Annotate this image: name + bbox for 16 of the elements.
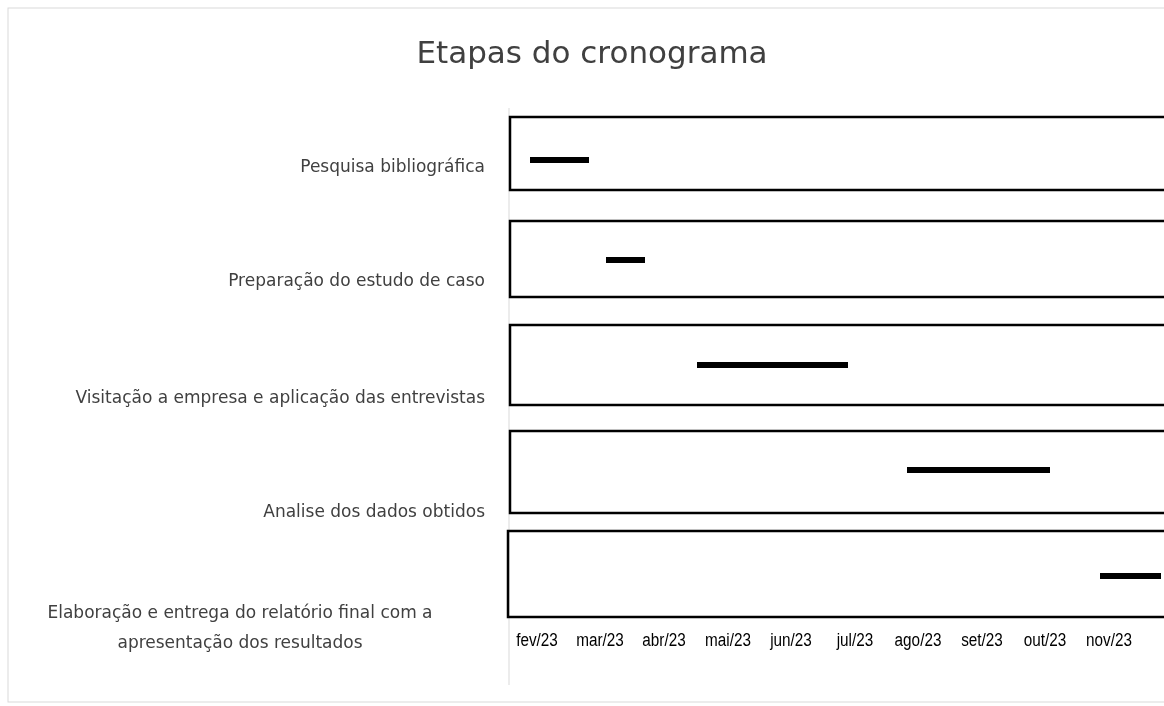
task-name: Visitação a empresa e aplicação das entrevistas (74, 386, 485, 409)
axis-tick-label: mai/23 (704, 630, 752, 651)
axis-tick-label: out/23 (1022, 630, 1068, 651)
axis-tick-label: fev/23 (515, 630, 559, 651)
axis-tick-label: nov/23 (1085, 630, 1133, 651)
task-name: Preparação do estudo de caso (227, 269, 485, 292)
task-name: Elaboração e entrega do relatório final com a apresentação dos resultados (46, 601, 434, 654)
chart-title: Etapas do cronograma (415, 34, 769, 70)
axis-tick-label: jun/23 (769, 630, 813, 651)
axis-tick-label: abr/23 (641, 630, 687, 651)
axis-tick-label: ago/23 (893, 630, 943, 651)
axis-tick-label: mar/23 (575, 630, 625, 651)
axis-tick-label: jul/23 (835, 630, 875, 651)
axis-tick-label: set/23 (960, 630, 1004, 651)
task-name: Pesquisa bibliográfica (299, 155, 485, 178)
task-name: Analise dos dados obtidos (262, 500, 485, 523)
